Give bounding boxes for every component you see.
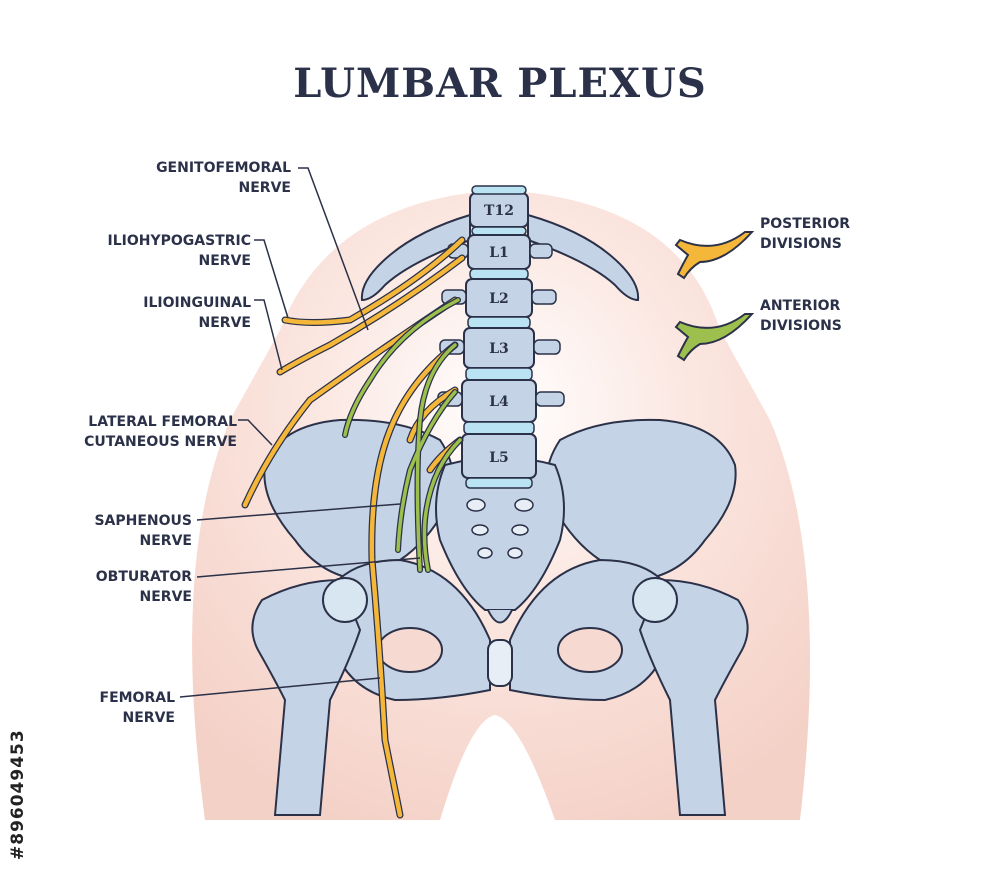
vertebra-label-l4: L4 bbox=[489, 394, 509, 410]
left-femoral-head bbox=[322, 577, 368, 623]
anterior-nerves-fill bbox=[343, 298, 462, 572]
leader-lateral-femoral bbox=[238, 419, 273, 446]
legend-anterior-label: ANTERIOR DIVISIONS bbox=[760, 298, 842, 334]
left-obturator-foramen bbox=[377, 627, 443, 673]
label-ilioinguinal-nerve: ILIOINGUINAL NERVE bbox=[143, 295, 251, 331]
right-obturator-foramen bbox=[557, 627, 623, 673]
leader-saphenous bbox=[196, 503, 401, 521]
coccyx bbox=[487, 609, 513, 624]
right-ilium bbox=[545, 418, 737, 582]
label-genitofemoral-nerve: GENITOFEMORAL NERVE bbox=[156, 160, 291, 196]
leader-ilioinguinal bbox=[254, 299, 283, 371]
right-femoral-head bbox=[632, 577, 678, 623]
legend-posterior-label: POSTERIOR DIVISIONS bbox=[760, 216, 851, 252]
leader-iliohypogastric bbox=[254, 239, 289, 319]
leader-lines bbox=[179, 167, 421, 698]
leader-genitofemoral bbox=[298, 167, 369, 331]
stock-id: #896049453 bbox=[8, 729, 28, 860]
left-rib bbox=[360, 213, 471, 302]
vertebra-label-l1: L1 bbox=[489, 245, 509, 261]
vertebra-label-t12: T12 bbox=[484, 203, 514, 219]
page-title: LUMBAR PLEXUS bbox=[293, 60, 707, 107]
vertebra-label-l5: L5 bbox=[489, 450, 509, 466]
leader-femoral bbox=[179, 677, 381, 698]
vertebra-label-l3: L3 bbox=[489, 341, 509, 357]
legend-posterior-icon bbox=[674, 231, 755, 280]
pubic-symphysis bbox=[487, 639, 513, 687]
label-femoral-nerve: FEMORAL NERVE bbox=[99, 690, 176, 726]
right-rib bbox=[527, 213, 640, 302]
right-femur bbox=[638, 578, 749, 816]
posterior-nerves-fill bbox=[242, 237, 465, 818]
leader-obturator bbox=[196, 557, 421, 578]
label-iliohypogastric-nerve: ILIOHYPOGASTRIC NERVE bbox=[107, 233, 251, 269]
vertebral-column: T12 L1 L2 L3 L4 L5 bbox=[437, 185, 565, 489]
label-lateral-femoral-cutaneous-nerve: LATERAL FEMORAL CUTANEOUS NERVE bbox=[84, 414, 237, 450]
left-ilium bbox=[263, 418, 455, 582]
label-saphenous-nerve: SAPHENOUS NERVE bbox=[94, 513, 192, 549]
label-obturator-nerve: OBTURATOR NERVE bbox=[95, 569, 192, 605]
vertebra-label-l2: L2 bbox=[489, 291, 509, 307]
legend-anterior-icon bbox=[674, 313, 755, 362]
left-femur bbox=[251, 578, 362, 816]
